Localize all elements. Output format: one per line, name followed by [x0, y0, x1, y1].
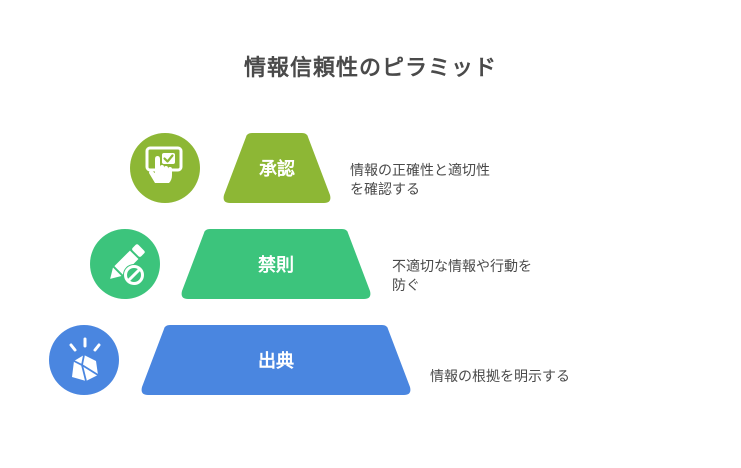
tier-approval: 承認 — [222, 133, 332, 203]
tier-approval-description: 情報の正確性と適切性 を確認する — [350, 162, 530, 200]
tier-source-label: 出典 — [258, 351, 294, 372]
tier-prohibition-icon-circle — [90, 229, 160, 299]
tier-prohibition-label: 禁則 — [258, 255, 294, 276]
tier-source-icon-circle — [49, 325, 119, 395]
tier-prohibition-description: 不適切な情報や行動を 防ぐ — [392, 258, 572, 296]
tier-approval-description-line2: を確認する — [350, 182, 420, 198]
page-title: 情報信頼性のピラミッド — [243, 56, 497, 81]
pencil-prohibited-icon — [110, 244, 145, 286]
tier-approval-label: 承認 — [259, 159, 295, 180]
rock-sparkle-icon — [69, 337, 101, 382]
tier-approval-icon-circle — [130, 133, 200, 203]
tier-prohibition-description-line1: 不適切な情報や行動を — [392, 259, 532, 275]
tier-source-description: 情報の根拠を明示する — [430, 368, 630, 387]
tier-prohibition: 禁則 — [180, 229, 372, 299]
tier-source-description-line1: 情報の根拠を明示する — [430, 369, 570, 385]
tier-approval-description-line1: 情報の正確性と適切性 — [350, 163, 490, 179]
tier-source: 出典 — [140, 325, 412, 395]
hand-checkbox-icon — [145, 146, 183, 183]
tier-prohibition-description-line2: 防ぐ — [392, 278, 420, 294]
